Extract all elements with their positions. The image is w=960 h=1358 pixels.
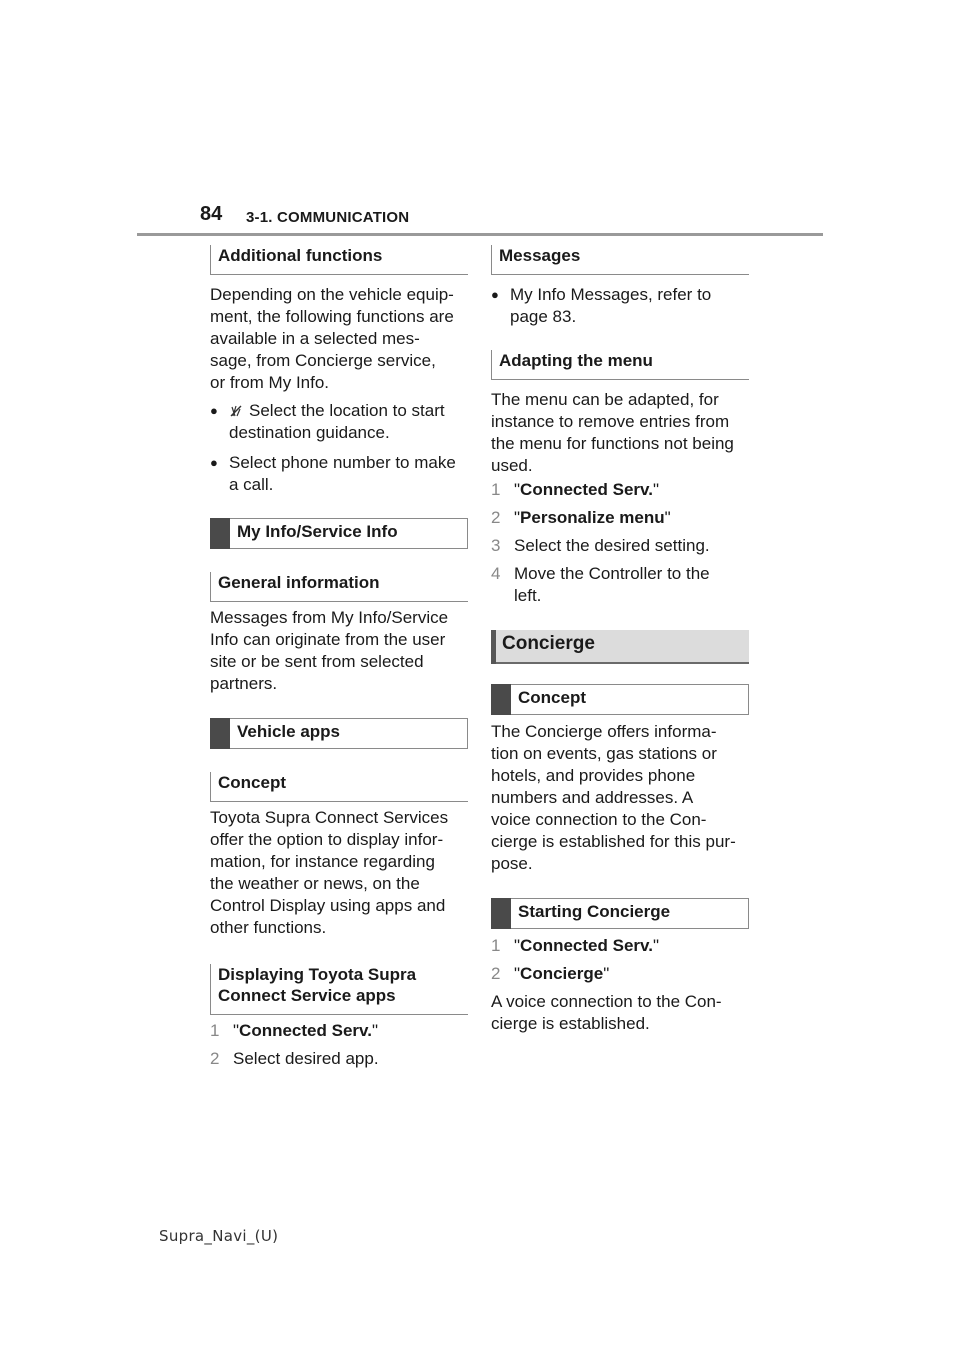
concierge-closing-text: A voice connection to the Con- cierge is… bbox=[491, 992, 722, 1033]
my-info-text: Messages from My Info/Service Info can o… bbox=[210, 608, 449, 693]
my-info-service-info-heading: My Info/Service Info bbox=[210, 518, 468, 549]
concierge-step-1: 1"Connected Serv." bbox=[491, 936, 659, 955]
right-column: Messages ● My Info Messages, refer to pa… bbox=[491, 0, 749, 1358]
messages-heading: Messages bbox=[491, 245, 749, 275]
header-divider bbox=[137, 233, 823, 236]
displaying-apps-heading: Displaying Toyota Supra Connect Service … bbox=[210, 964, 468, 1015]
adapting-step-4: 4 Move the Controller to the left. bbox=[491, 564, 710, 605]
vehicle-apps-heading: Vehicle apps bbox=[210, 718, 468, 749]
vehicle-apps-step-1: 1"Connected Serv." bbox=[210, 1021, 378, 1040]
concierge-concept-heading: Concept bbox=[491, 684, 749, 715]
page-number: 84 bbox=[200, 203, 223, 225]
bullet-phone-call: ● Select phone number to make a call. bbox=[210, 453, 456, 494]
concierge-section-heading: Concierge bbox=[491, 630, 749, 664]
concierge-step-2: 2"Concierge" bbox=[491, 964, 610, 983]
section-title: 3-1. COMMUNICATION bbox=[246, 209, 410, 226]
additional-functions-heading: Additional functions bbox=[210, 245, 468, 275]
starting-concierge-heading: Starting Concierge bbox=[491, 898, 749, 929]
adapting-step-2: 2"Personalize menu" bbox=[491, 508, 671, 527]
additional-functions-intro: Depending on the vehicle equip- ment, th… bbox=[210, 285, 454, 392]
bullet-icon: ● bbox=[491, 287, 499, 302]
adapting-menu-heading: Adapting the menu bbox=[491, 350, 749, 380]
bullet-icon: ● bbox=[210, 455, 218, 470]
adapting-menu-text: The menu can be adapted, for instance to… bbox=[491, 390, 734, 475]
destination-flag-icon bbox=[230, 405, 242, 417]
vehicle-apps-text: Toyota Supra Connect Services offer the … bbox=[210, 808, 449, 937]
document-footer: Supra_Navi_(U) bbox=[159, 1227, 279, 1245]
bullet-destination-guidance: ● Select the location to start destinati… bbox=[210, 401, 445, 442]
bullet-my-info-messages: ● My Info Messages, refer to page 83. bbox=[491, 285, 712, 326]
concierge-text: The Concierge offers informa- tion on ev… bbox=[491, 722, 736, 873]
vehicle-apps-concept-heading: Concept bbox=[210, 772, 468, 802]
left-column: Additional functions Depending on the ve… bbox=[210, 0, 468, 1358]
bullet-icon: ● bbox=[210, 403, 218, 418]
adapting-step-1: 1"Connected Serv." bbox=[491, 480, 659, 499]
general-information-heading: General information bbox=[210, 572, 468, 602]
